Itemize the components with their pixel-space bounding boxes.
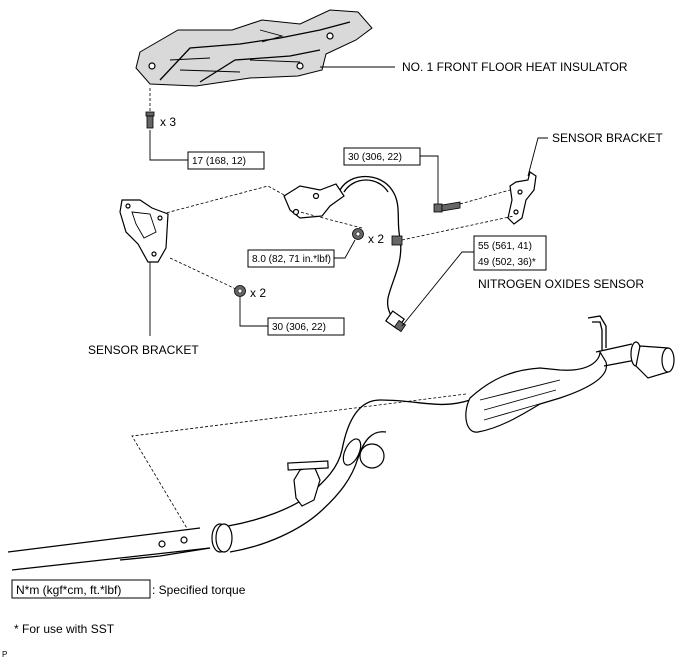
corner-mark: P [2,650,7,659]
sensor-torque-main: 55 (561, 41) [478,241,532,252]
bracket-nut-torque-box [267,317,345,336]
insulator-bolt-leader [149,130,188,161]
sensor-nut-icon [352,228,364,240]
legend-unit-desc: : Specified torque [152,583,246,597]
bracket-nut-torque: 30 (306, 22) [272,322,326,333]
insulator-bolt-torque: 17 (168, 12) [192,156,246,167]
right-bracket-leader [527,137,548,177]
bracket-bolt-leader [420,155,439,204]
insulator-bolt-quantity: x 3 [160,115,176,129]
sensor-nut-torque-box [247,249,335,268]
exhaust-pipe-drawing [7,315,675,571]
bracket-bolt-torque: 30 (306, 22) [348,152,402,163]
nox-sensor-drawing [283,176,407,333]
right-bracket-label: SENSOR BRACKET [552,131,663,145]
sensor-bracket-dash [401,215,515,241]
sensor-nut-dash [299,211,363,229]
sensor-nut-torque: 8.0 (82, 71 in.*lbf) [252,254,331,265]
legend-footnote: * For use with SST [14,622,115,636]
bracket-nut-quantity: x 2 [250,286,266,300]
insulator-label: NO. 1 FRONT FLOOR HEAT INSULATOR [402,60,628,74]
sensor-torque-sst: 49 (502, 36)* [478,257,536,268]
left-sensor-bracket-drawing [119,199,169,263]
insulator-bolt-icon [145,111,155,129]
insulator-bolt-torque-box [187,151,265,170]
right-sensor-bracket-drawing [507,171,537,225]
legend-unit-box [11,579,151,599]
sensor-torque-leader [401,251,474,327]
bracket-bolt-icon [433,201,461,213]
legend-unit-text: N*m (kgf*cm, ft.*lbf) [16,583,121,597]
bracket-bolt-dash-line [459,189,511,205]
bracket-bolt-torque-box [343,147,421,166]
nox-sensor-label: NITROGEN OXIDES SENSOR [478,277,644,291]
left-bracket-dash-lower [169,257,239,291]
bracket-nut-leader [239,297,268,327]
sensor-nut-quantity: x 2 [368,232,384,246]
heat-insulator-drawing [135,9,373,87]
left-bracket-dash-upper [161,185,287,215]
bracket-nut-icon [234,285,246,297]
sensor-torque-box [473,235,547,271]
pipe-dash-guide [131,393,467,531]
left-bracket-label: SENSOR BRACKET [88,343,199,357]
